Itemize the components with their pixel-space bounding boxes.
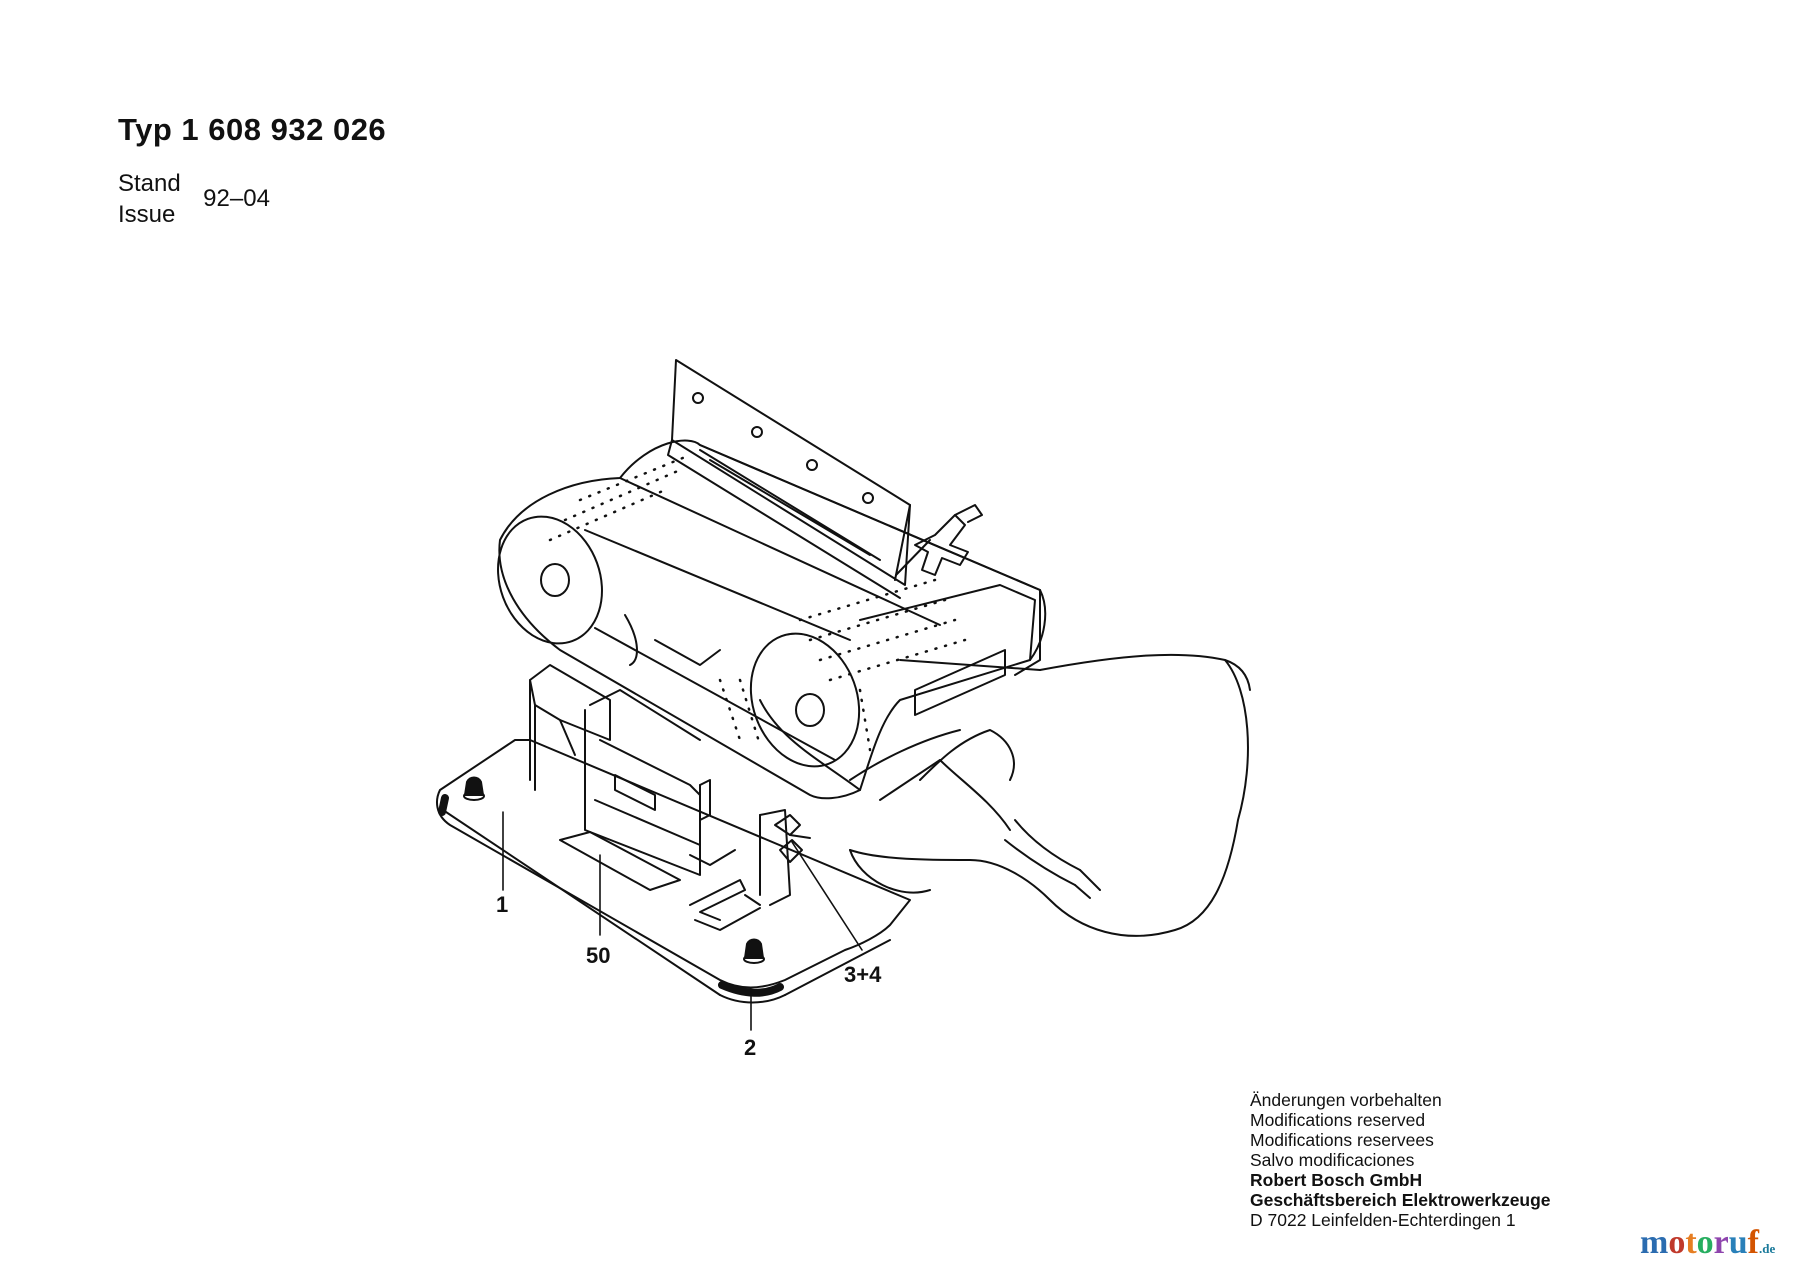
base-plate — [436, 739, 911, 1004]
issue-label: Issue — [118, 201, 176, 228]
company-address: D 7022 Leinfelden-Echterdingen 1 — [1250, 1210, 1516, 1230]
stand-label: Stand — [118, 170, 181, 197]
issue-row: Stand Issue 92–04 — [118, 168, 270, 230]
header: Typ 1 608 932 026 Stand Issue 92–04 — [118, 112, 387, 228]
issue-labels: Stand Issue — [118, 168, 181, 230]
page-title: Typ 1 608 932 026 — [118, 112, 387, 147]
belt-sander-outline — [849, 584, 1251, 937]
watermark-logo: motoruf.de — [1640, 1224, 1775, 1262]
corner-bumpers — [438, 794, 784, 997]
note-de: Änderungen vorbehalten — [1250, 1090, 1442, 1110]
angle-fence — [667, 359, 983, 599]
company-block: Robert Bosch GmbH Geschäftsbereich Elekt… — [1250, 1170, 1551, 1230]
leader-lines — [502, 811, 863, 1031]
watermark-text: motoruf — [1640, 1224, 1759, 1261]
callout-3-4: 3+4 — [844, 962, 882, 987]
footer: Änderungen vorbehalten Modifications res… — [1250, 1090, 1551, 1230]
note-es: Salvo modificaciones — [1250, 1150, 1415, 1170]
cradle — [529, 664, 811, 906]
callout-1: 1 — [496, 892, 508, 917]
note-fr: Modifications reservees — [1250, 1130, 1434, 1150]
rubber-feet — [463, 776, 765, 964]
company-division: Geschäftsbereich Elektrowerkzeuge — [1250, 1190, 1551, 1210]
leader-3-4 — [791, 841, 863, 951]
callout-50: 50 — [586, 943, 610, 968]
company-name: Robert Bosch GmbH — [1250, 1170, 1423, 1190]
note-en: Modifications reserved — [1250, 1110, 1426, 1130]
callout-2: 2 — [744, 1035, 756, 1060]
belt-texture — [548, 453, 967, 752]
watermark-suffix: .de — [1759, 1241, 1776, 1256]
belt-housing — [497, 439, 1047, 801]
issue-value: 92–04 — [203, 185, 270, 212]
modification-notes: Änderungen vorbehalten Modifications res… — [1250, 1090, 1551, 1170]
